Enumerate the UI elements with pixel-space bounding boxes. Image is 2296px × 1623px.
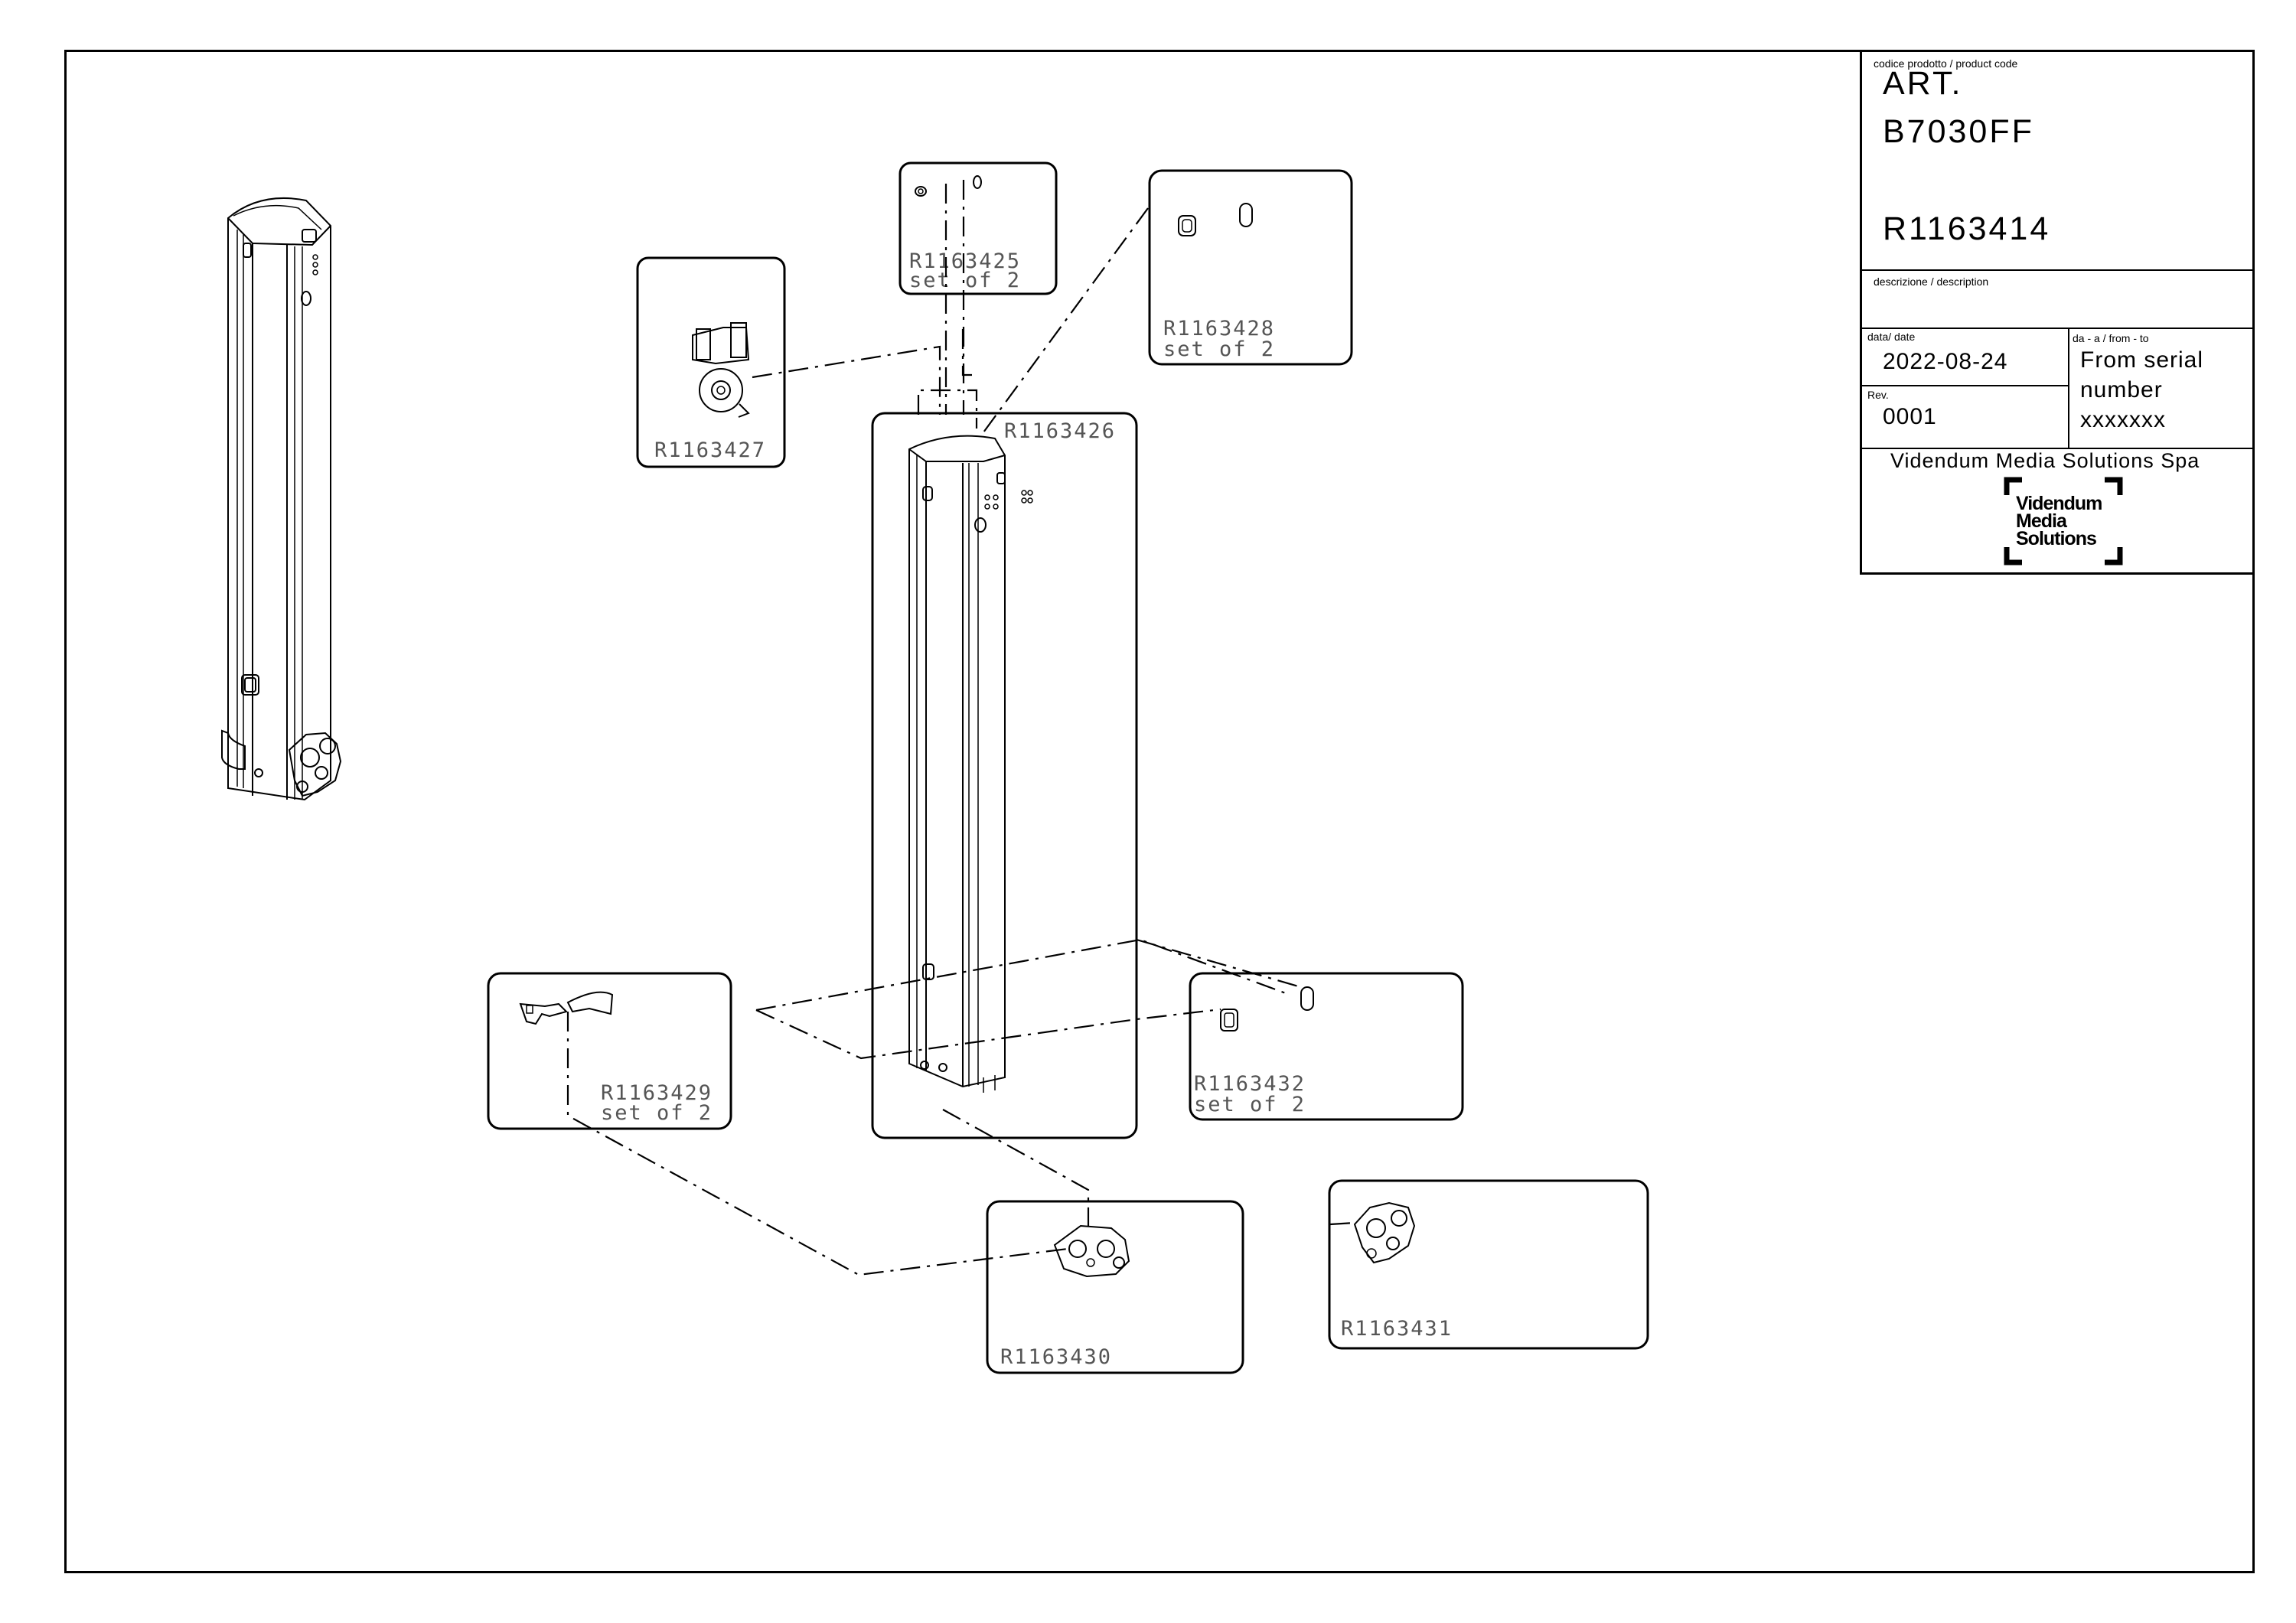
part-box-r1163426: R1163426 bbox=[871, 412, 1138, 1139]
logo-line-3: Solutions bbox=[2016, 528, 2097, 549]
part-qty-r1163429: set of 2 bbox=[601, 1101, 713, 1125]
drawing-frame bbox=[64, 50, 2255, 1573]
from-to-line-3: xxxxxxx bbox=[2080, 407, 2166, 432]
rev-value: 0001 bbox=[1883, 404, 1937, 429]
art-prefix: ART. bbox=[1883, 65, 1963, 102]
art-code: B7030FF bbox=[1883, 113, 2034, 150]
part-code-r1163428: R1163428 bbox=[1163, 317, 1275, 341]
logo-line-1: Videndum bbox=[2016, 493, 2102, 514]
product-code-label: codice prodotto / product code bbox=[1874, 57, 2018, 70]
date-value: 2022-08-24 bbox=[1883, 349, 2008, 374]
part-box-r1163430: R1163430 bbox=[986, 1200, 1244, 1374]
drawing-number: R1163414 bbox=[1883, 210, 2051, 247]
part-code-r1163432: R1163432 bbox=[1194, 1072, 1306, 1096]
company-logo: Videndum Media Solutions bbox=[2004, 477, 2123, 565]
part-code-r1163430: R1163430 bbox=[1000, 1345, 1112, 1369]
from-to-label: da - a / from - to bbox=[2073, 332, 2149, 344]
logo-line-2: Media bbox=[2016, 510, 2067, 532]
company-name: Videndum Media Solutions Spa bbox=[1890, 449, 2200, 472]
rev-label: Rev. bbox=[1867, 389, 1889, 401]
part-code-r1163431: R1163431 bbox=[1341, 1317, 1453, 1341]
part-box-r1163425: R1163425 set of 2 bbox=[899, 161, 1058, 295]
part-box-r1163427: R1163427 bbox=[636, 256, 786, 468]
part-code-r1163427: R1163427 bbox=[654, 438, 766, 462]
title-block: codice prodotto / product code ART. B703… bbox=[1860, 50, 2255, 575]
part-qty-r1163428: set of 2 bbox=[1163, 337, 1275, 361]
from-to-line-1: From serial bbox=[2080, 347, 2204, 373]
date-label: data/ date bbox=[1867, 331, 1916, 343]
part-qty-r1163425: set of 2 bbox=[909, 269, 1021, 292]
part-code-r1163426: R1163426 bbox=[1004, 419, 1116, 443]
part-box-r1163432: R1163432 set of 2 bbox=[1189, 972, 1464, 1121]
assembled-column-illustration bbox=[221, 197, 342, 801]
part-code-r1163429: R1163429 bbox=[601, 1081, 713, 1105]
part-box-r1163431: R1163431 bbox=[1328, 1179, 1649, 1350]
from-to-line-2: number bbox=[2080, 377, 2163, 402]
assembly-leader-lines bbox=[566, 180, 1355, 1276]
part-box-r1163429: R1163429 set of 2 bbox=[487, 972, 732, 1130]
part-qty-r1163432: set of 2 bbox=[1194, 1093, 1306, 1116]
part-box-r1163428: R1163428 set of 2 bbox=[1148, 169, 1353, 366]
description-label: descrizione / description bbox=[1874, 275, 1989, 288]
